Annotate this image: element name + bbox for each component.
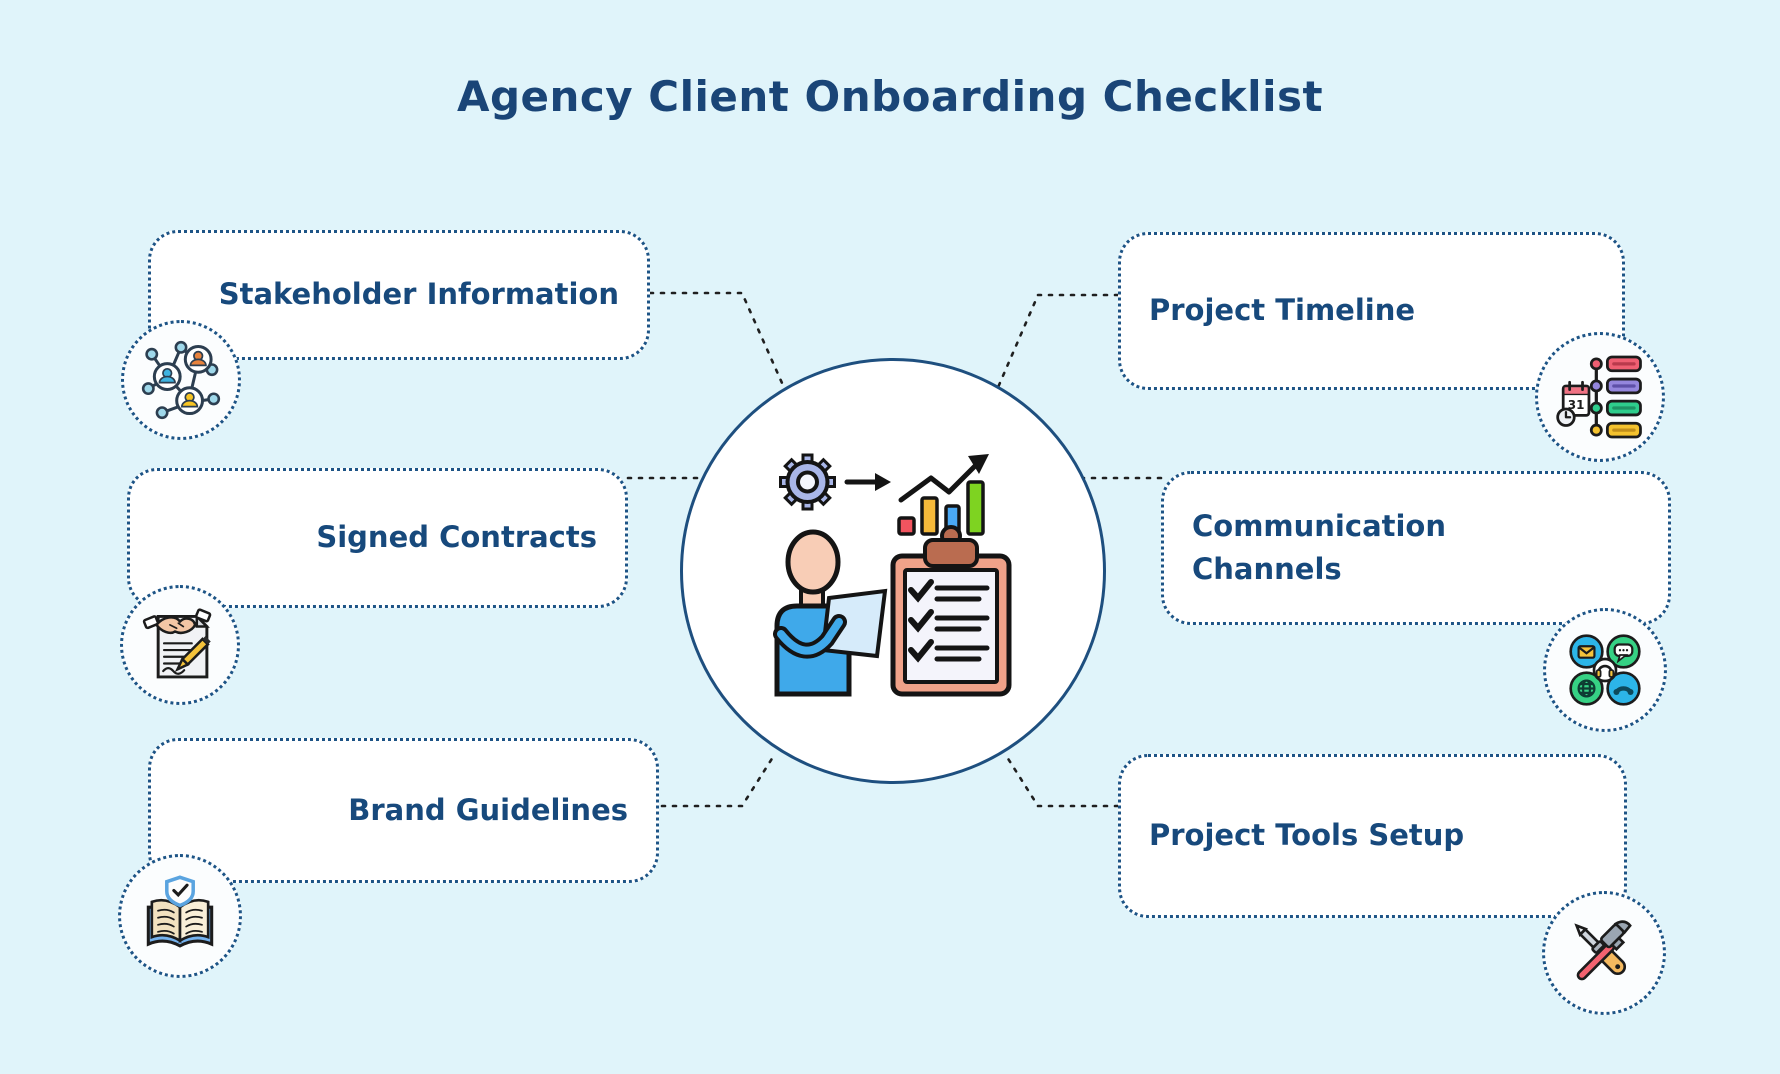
connector-project-tools <box>1005 755 1120 808</box>
growth-chart-icon <box>897 454 989 536</box>
connector-brand-guidelines <box>649 755 775 808</box>
checklist-box-project-timeline: Project Timeline <box>1118 232 1625 390</box>
chat-bubble-icon <box>1613 643 1634 664</box>
hammer <box>1576 920 1632 981</box>
envelope-icon <box>1577 645 1596 659</box>
signed-contract-icon <box>120 585 240 705</box>
connector-project-timeline <box>994 293 1120 394</box>
headset-icon <box>1592 657 1618 683</box>
globe-icon <box>1577 679 1596 698</box>
page-title: Agency Client Onboarding Checklist <box>456 72 1324 121</box>
checklist-box-brand-guidelines: Brand Guidelines <box>148 738 659 883</box>
communication-channels-icon <box>1543 608 1667 732</box>
brand-guidelines-book-icon <box>118 854 242 978</box>
screwdriver <box>1574 923 1627 976</box>
project-timeline-icon: 31 <box>1535 332 1665 462</box>
connector-stakeholder <box>648 291 788 394</box>
clock-icon <box>1556 407 1576 427</box>
phone-icon <box>1613 686 1634 695</box>
box-label: Stakeholder Information <box>218 277 619 312</box>
checklist-box-project-tools-setup: Project Tools Setup <box>1118 754 1627 918</box>
box-label: Brand Guidelines <box>348 792 628 827</box>
clipboard-checklist <box>890 525 1012 697</box>
calendar-icon: 31 <box>1561 380 1591 417</box>
person-figure <box>773 529 888 697</box>
stakeholder-network-icon <box>121 320 241 440</box>
gear-icon <box>779 453 836 511</box>
checklist-box-communication-channels: Communication Channels <box>1161 471 1671 625</box>
pen <box>174 636 211 673</box>
box-label: Project Tools Setup <box>1149 818 1465 853</box>
checklist-box-stakeholder-information: Stakeholder Information <box>148 230 650 360</box>
box-label: Communication Channels <box>1192 508 1447 587</box>
arrow-right-icon <box>844 473 891 491</box>
box-label: Project Timeline <box>1149 293 1416 328</box>
box-label: Signed Contracts <box>316 520 597 555</box>
handshake <box>142 608 212 635</box>
center-illustration <box>773 453 1012 697</box>
checklist-box-signed-contracts: Signed Contracts <box>127 468 628 608</box>
svg-text:31: 31 <box>1568 398 1585 412</box>
project-tools-setup-icon <box>1542 891 1666 1015</box>
